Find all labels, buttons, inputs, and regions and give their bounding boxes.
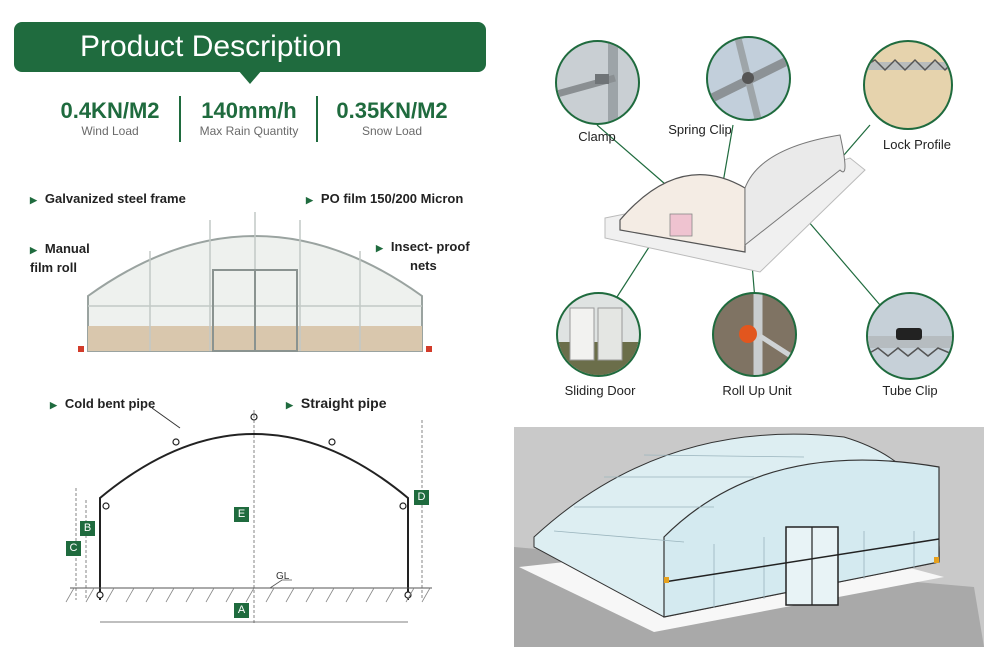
dimension-a-marker: A	[234, 603, 249, 618]
feature-frame: ▶ Galvanized steel frame	[30, 190, 186, 209]
tube-clip-photo	[866, 292, 954, 380]
spring-clip-icon	[708, 38, 789, 119]
metric-value: 0.35KN/M2	[336, 98, 448, 123]
roll-up-unit-icon	[739, 294, 795, 375]
component-label-lock-profile: Lock Profile	[883, 137, 951, 152]
feature-text: Insect- proof	[390, 239, 470, 254]
feature-text: Cold bent pipe	[64, 396, 156, 411]
feature-text: Galvanized steel frame	[44, 191, 186, 206]
label-straight-pipe: ▶ Straight pipe	[286, 395, 386, 414]
dimension-b-marker: B	[80, 521, 95, 536]
metric-value: 140mm/h	[201, 98, 297, 123]
component-label-roll-up-unit: Roll Up Unit	[722, 383, 792, 398]
component-leader-lines	[596, 124, 881, 306]
metric-snow-load: 0.35KN/M2 Snow Load	[322, 98, 462, 138]
bullet-icon: ▶	[30, 195, 37, 205]
dimension-c-marker: C	[66, 541, 81, 556]
sliding-door-photo	[556, 292, 641, 377]
bullet-icon: ▶	[50, 400, 57, 410]
feature-film: ▶ PO film 150/200 Micron	[306, 190, 463, 209]
feature-text-line2: nets	[410, 258, 437, 273]
metric-label: Wind Load	[81, 124, 139, 138]
lock-profile-photo	[863, 40, 953, 130]
component-label-tube-clip: Tube Clip	[882, 383, 938, 398]
sliding-door-icon	[558, 307, 639, 375]
banner-notch	[238, 70, 262, 84]
label-cold-bent-pipe: ▶ Cold bent pipe	[50, 395, 155, 414]
metric-divider	[316, 96, 318, 142]
bullet-icon: ▶	[376, 243, 383, 253]
dimension-e-marker: E	[234, 507, 249, 522]
frame-line-diagram	[65, 407, 432, 625]
bullet-icon: ▶	[306, 195, 313, 205]
roll-up-unit-photo	[712, 292, 797, 377]
bullet-icon: ▶	[286, 400, 293, 410]
spring-clip-photo	[706, 36, 791, 121]
bullet-icon: ▶	[30, 245, 37, 255]
feature-text: Straight pipe	[300, 395, 387, 411]
metric-wind-load: 0.4KN/M2 Wind Load	[40, 98, 180, 138]
greenhouse-front-photo	[78, 212, 432, 352]
metric-divider	[179, 96, 181, 142]
clamp-icon	[557, 42, 618, 123]
feature-nets: ▶ Insect- proof nets	[376, 238, 470, 274]
banner-title: Product Description	[80, 30, 342, 63]
metric-label: Snow Load	[361, 124, 423, 138]
product-description-banner: Product Description	[14, 22, 486, 72]
feature-text: Manual	[44, 241, 90, 256]
feature-text-line2: film roll	[30, 260, 77, 275]
metric-label: Max Rain Quantity	[199, 124, 299, 138]
component-label-sliding-door: Sliding Door	[564, 383, 636, 398]
component-label-clamp: Clamp	[578, 129, 616, 144]
clamp-photo	[555, 40, 640, 125]
metric-value: 0.4KN/M2	[60, 98, 160, 123]
metric-rain: 140mm/h Max Rain Quantity	[184, 98, 314, 138]
ground-level-label: GL	[276, 571, 290, 582]
feature-roll: ▶ Manual film roll	[30, 240, 90, 276]
lock-profile-icon	[865, 58, 951, 72]
greenhouse-3d-render	[514, 427, 984, 647]
component-label-spring-clip: Spring Clip	[668, 122, 732, 137]
dimension-d-marker: D	[414, 490, 429, 505]
feature-text: PO film 150/200 Micron	[320, 191, 464, 206]
tube-clip-icon	[868, 328, 952, 357]
